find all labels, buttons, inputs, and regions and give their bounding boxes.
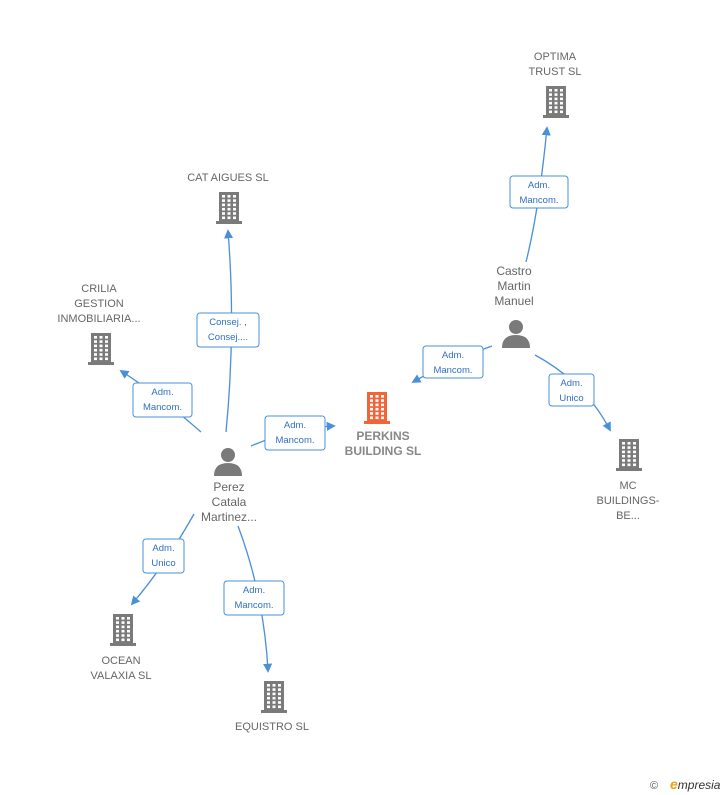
edge-castro-mc[interactable]: Adm. Unico <box>534 354 611 432</box>
node-perez[interactable]: PerezCatalaMartinez... <box>201 448 257 524</box>
edge-perez-cat[interactable]: Consej. , Consej.... <box>196 229 260 433</box>
node-label-line: PERKINS <box>356 429 409 443</box>
edge-perez-ocean[interactable]: Adm. Unico <box>130 513 195 606</box>
node-label-line: Perez <box>213 480 244 494</box>
building-icon <box>261 681 287 713</box>
edge-label-box[interactable] <box>223 580 285 616</box>
edge-label-line: Adm. <box>243 585 265 596</box>
person-icon <box>214 448 242 476</box>
node-label-line: VALAXIA SL <box>91 670 152 682</box>
node-label-line: BE... <box>616 510 640 522</box>
edge-label-box[interactable] <box>509 175 569 209</box>
building-icon <box>364 392 390 424</box>
edge-label-line: Consej.... <box>208 332 248 343</box>
building-icon <box>88 333 114 365</box>
building-icon <box>616 439 642 471</box>
edge-castro-perkins[interactable]: Adm. Mancom. <box>411 345 493 383</box>
edge-label-box[interactable] <box>422 345 484 379</box>
edge-label-box[interactable] <box>196 312 260 348</box>
edge-label-line: Mancom. <box>433 365 472 376</box>
node-label-line: INMOBILIARIA... <box>57 313 140 325</box>
node-label-line: Manuel <box>494 294 533 308</box>
building-icon <box>543 86 569 118</box>
footer: © empresia <box>650 776 721 792</box>
node-label-line: Martin <box>497 279 530 293</box>
node-label-line: MC <box>619 480 636 492</box>
edge-label-line: Consej. , <box>209 317 247 328</box>
node-label-line: OCEAN <box>101 655 140 667</box>
node-mc-buildings[interactable]: MC BUILDINGS- BE... <box>597 439 660 522</box>
node-label-line: Castro <box>496 264 532 278</box>
node-label-line: Catala <box>212 495 247 509</box>
brand-name: mpresia <box>678 778 721 792</box>
edge-label-line: Adm. <box>151 387 173 398</box>
node-label-line: CAT AIGUES SL <box>187 172 269 184</box>
node-label-line: BUILDING SL <box>345 444 422 458</box>
node-label-line: Martinez... <box>201 510 257 524</box>
edge-perez-crilia[interactable]: Adm. Mancom. <box>119 370 202 433</box>
node-cat-aigues[interactable]: CAT AIGUES SL <box>187 172 269 224</box>
edge-label-line: Adm. <box>528 180 550 191</box>
node-label-line: OPTIMA <box>534 51 577 63</box>
edge-label-line: Adm. <box>560 378 582 389</box>
edge-label-line: Adm. <box>442 350 464 361</box>
copyright-symbol: © <box>650 780 658 792</box>
node-label-line: TRUST SL <box>529 66 582 78</box>
brand-logo[interactable]: empresia <box>670 776 721 792</box>
node-label-line: BUILDINGS- <box>597 495 660 507</box>
edge-label-box[interactable] <box>142 538 185 574</box>
edge-label-line: Adm. <box>152 543 174 554</box>
edge-castro-optima[interactable]: Adm. Mancom. <box>509 126 569 263</box>
edge-perez-equistro[interactable]: Adm. Mancom. <box>223 525 285 673</box>
node-equistro[interactable]: EQUISTRO SL <box>235 681 309 733</box>
node-label-line: GESTION <box>74 298 124 310</box>
edge-label-box[interactable] <box>548 373 595 407</box>
node-label-line: EQUISTRO SL <box>235 721 309 733</box>
edge-label-line: Unico <box>559 393 583 404</box>
node-crilia[interactable]: CRILIA GESTION INMOBILIARIA... <box>57 283 141 365</box>
edge-label-box[interactable] <box>132 382 193 418</box>
building-icon <box>110 614 136 646</box>
edge-label-line: Mancom. <box>275 435 314 446</box>
edge-label-line: Mancom. <box>519 195 558 206</box>
edge-label-line: Adm. <box>284 420 306 431</box>
edge-label-line: Mancom. <box>234 600 273 611</box>
node-label-line: CRILIA <box>81 283 117 295</box>
building-icon <box>216 192 242 224</box>
edge-label-line: Mancom. <box>143 402 182 413</box>
node-ocean[interactable]: OCEAN VALAXIA SL <box>91 614 152 682</box>
node-optima[interactable]: OPTIMA TRUST SL <box>529 51 582 118</box>
brand-initial: e <box>670 776 678 792</box>
edge-label-box[interactable] <box>264 415 326 451</box>
person-icon <box>502 320 530 348</box>
edge-perez-perkins[interactable]: Adm. Mancom. <box>250 415 336 451</box>
edge-label-line: Unico <box>151 558 175 569</box>
